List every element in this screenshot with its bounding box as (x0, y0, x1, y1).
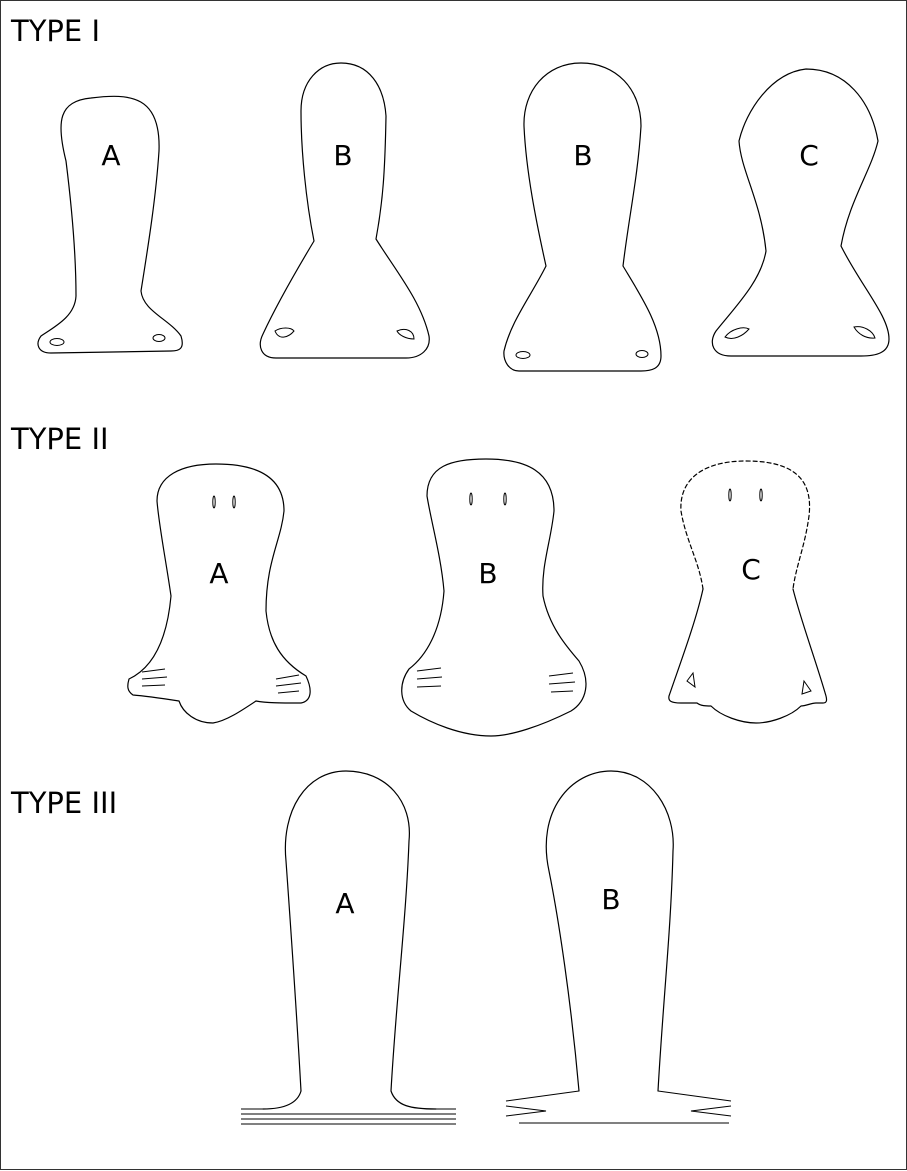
type-1-b2-right-hole (635, 350, 649, 358)
type-2-label-a: A (209, 557, 228, 590)
section-title-type-1: TYPE I (10, 14, 100, 48)
type-3-shape-a: A (241, 770, 456, 1125)
type-3-b-base-top (505, 1090, 732, 1102)
type-3-a-base-lines (241, 1113, 456, 1125)
type-2-a-left-slits (141, 668, 168, 687)
type-2-a-right-eye (232, 495, 236, 509)
type-1-label-c: C (799, 139, 819, 172)
type-2-b-left-slits (416, 667, 443, 688)
type-1-label-b: B (333, 139, 352, 172)
type-1-shape-a: A (37, 95, 183, 354)
type-2-label-b: B (478, 557, 497, 590)
type-2-a-left-eye (212, 495, 216, 509)
type-1-shape-c: C (711, 68, 890, 357)
type-1-b-right-hole (396, 328, 415, 340)
type-1-c-left-hole (724, 327, 750, 339)
type-1-b2-left-hole (515, 351, 531, 359)
type-3-label-a: A (335, 887, 354, 920)
type-2-shape-b: B (401, 458, 587, 737)
type-2-b-right-eye (503, 492, 507, 506)
type-1-shape-b-second: B (503, 62, 662, 372)
type-2-a-right-slits (275, 674, 302, 694)
section-title-type-3: TYPE III (10, 786, 117, 820)
type-1-shape-b: B (259, 62, 430, 359)
type-2-b-right-slits (548, 672, 576, 693)
type-3-b-base-notches (505, 1105, 732, 1117)
type-2-c-left-eye (728, 488, 732, 502)
type-1-label-b-second: B (573, 139, 592, 172)
section-title-type-2: TYPE II (10, 422, 109, 456)
type-2-c-right-hole (801, 679, 812, 695)
type-1-c-right-hole (853, 326, 876, 339)
type-2-shape-c: C (668, 460, 828, 724)
type-1-b-left-hole (274, 327, 295, 338)
type-2-shape-a: A (127, 463, 311, 724)
type-2-c-left-hole (686, 671, 696, 689)
type-3-shape-b: B (505, 770, 732, 1124)
type-1-a-left-hole (49, 338, 65, 346)
type-1-label-a: A (101, 139, 120, 172)
type-2-c-right-eye (759, 488, 763, 502)
type-2-b-left-eye (469, 492, 473, 506)
type-1-a-right-hole (152, 334, 166, 342)
type-2-label-c: C (741, 553, 761, 586)
type-3-label-b: B (601, 883, 620, 916)
